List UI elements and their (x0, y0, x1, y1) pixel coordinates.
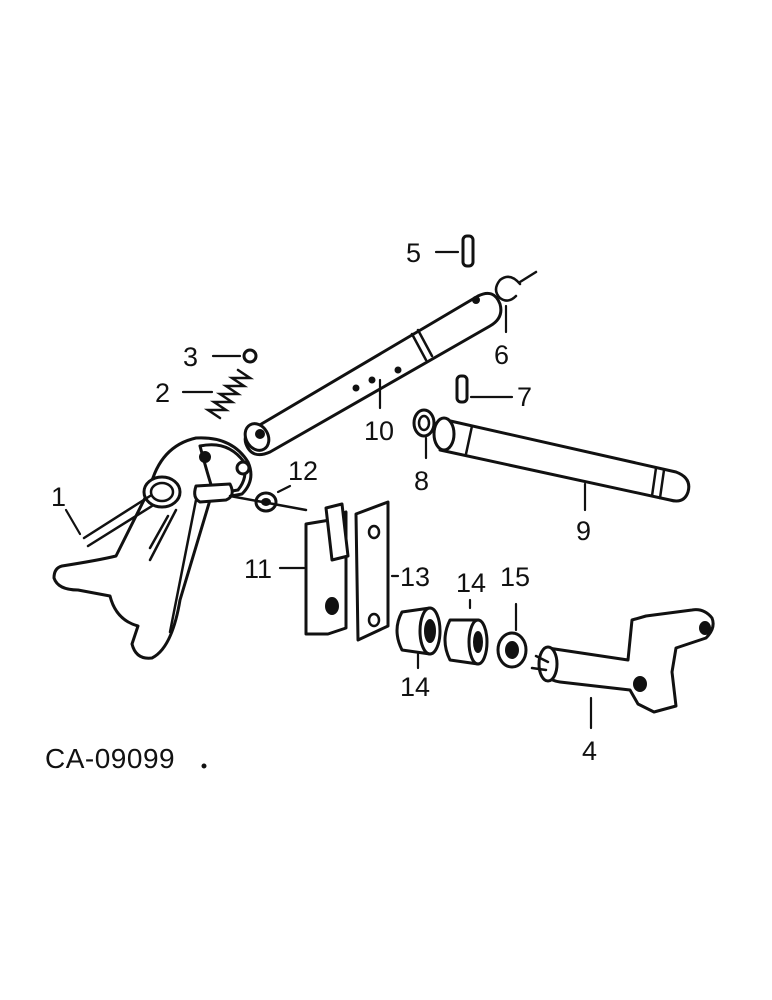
drawing-code-label: CA-09099 (45, 743, 175, 774)
part-5-pin (461, 234, 475, 268)
part-6-snap-ring (494, 270, 538, 302)
callout-7: 7 (517, 382, 532, 412)
part-3-ball (242, 348, 258, 364)
callout-1: 1 (51, 482, 66, 512)
part-14-roller-b (443, 618, 489, 666)
part-10-shift-rail (243, 291, 503, 457)
part-9-shaft (432, 416, 691, 503)
part-11-plate (304, 502, 350, 636)
callout-9: 9 (576, 516, 591, 546)
part-7-pin (455, 374, 469, 404)
part-14-roller-a (395, 606, 442, 656)
centerline (228, 494, 308, 512)
callout-6: 6 (494, 340, 509, 370)
leader-lines (64, 250, 593, 730)
part-8-o-ring (412, 408, 436, 438)
callout-4: 4 (582, 736, 597, 766)
callout-8: 8 (414, 466, 429, 496)
callout-2: 2 (155, 378, 170, 408)
part-4-crank-shaft (530, 608, 715, 714)
part-15-washer (496, 631, 528, 669)
callout-11: 11 (244, 554, 272, 584)
callout-14-upper: 14 (456, 568, 486, 598)
callout-15: 15 (500, 562, 530, 592)
callout-13: 13 (400, 562, 430, 592)
callout-10: 10 (364, 416, 394, 446)
stray-dot (201, 763, 207, 769)
part-2-spring (203, 368, 255, 420)
part-1-shift-fork (52, 436, 253, 660)
part-13-gasket (354, 500, 390, 642)
callout-14-lower: 14 (400, 672, 430, 702)
callout-12: 12 (288, 456, 318, 486)
callout-3: 3 (183, 342, 198, 372)
callout-5: 5 (406, 238, 421, 268)
